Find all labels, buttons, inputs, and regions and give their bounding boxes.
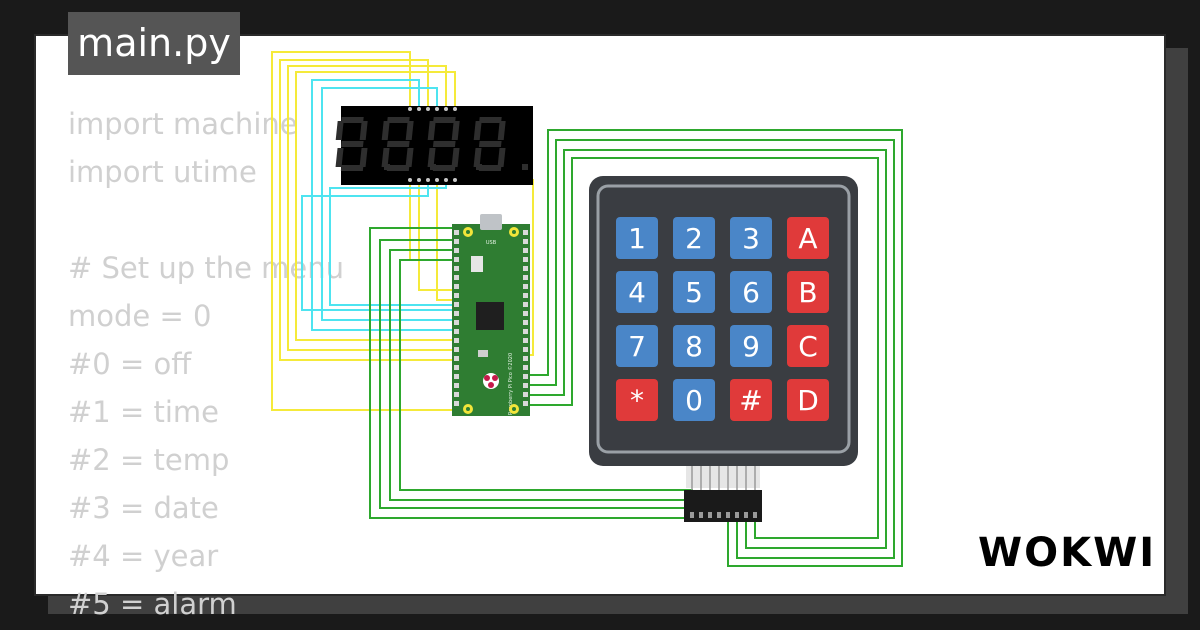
membrane-keypad-4x4[interactable]: 1 2 3 A 4 5 6 B 7 8 9 C * 0 # D	[589, 176, 858, 522]
key-cap	[616, 379, 658, 421]
code-line: import utime	[68, 155, 257, 189]
display-pins	[408, 107, 457, 182]
pico-pins	[454, 230, 528, 406]
raspberry-logo-icon	[483, 373, 499, 389]
code-line: import machine	[68, 107, 298, 141]
raspberry-pi-pico[interactable]: USB Raspberry Pi Pico ©2020	[452, 214, 530, 416]
key-label: A	[798, 222, 817, 255]
key-cap	[787, 379, 829, 421]
keypad-key[interactable]: 8	[673, 325, 715, 367]
code-line: #5 = alarm	[68, 587, 237, 621]
key-label: *	[630, 384, 644, 417]
key-cap	[787, 217, 829, 259]
key-label: 1	[628, 222, 646, 255]
key-cap	[616, 325, 658, 367]
keypad-ribbon	[684, 466, 762, 522]
keypad-key[interactable]: 9	[730, 325, 772, 367]
keypad-key[interactable]: 2	[673, 217, 715, 259]
display-digit	[335, 117, 390, 171]
rp2040-chip-icon	[476, 302, 504, 330]
wires-cyan	[301, 79, 454, 331]
keypad-key[interactable]: D	[787, 379, 829, 421]
key-label: 0	[685, 384, 703, 417]
keypad-frame	[596, 184, 851, 454]
file-tab[interactable]: main.py	[68, 12, 240, 75]
key-cap	[673, 325, 715, 367]
keypad-key[interactable]: *	[616, 379, 658, 421]
display-digit	[473, 117, 528, 171]
key-label: 8	[685, 330, 703, 363]
key-cap	[730, 217, 772, 259]
key-cap	[673, 217, 715, 259]
display-digit	[427, 117, 482, 171]
key-cap	[730, 271, 772, 313]
led-icon	[471, 256, 483, 272]
display-digit	[381, 117, 436, 171]
key-label: 3	[742, 222, 760, 255]
keypad-key[interactable]: A	[787, 217, 829, 259]
key-label: 4	[628, 276, 646, 309]
keypad-key[interactable]: 6	[730, 271, 772, 313]
key-cap	[730, 325, 772, 367]
keypad-key[interactable]: C	[787, 325, 829, 367]
keypad-key[interactable]: 3	[730, 217, 772, 259]
key-label: C	[798, 330, 818, 363]
key-label: #	[739, 384, 762, 417]
keypad-key[interactable]: 5	[673, 271, 715, 313]
keypad-key[interactable]: B	[787, 271, 829, 313]
wokwi-logo: WOKWI	[978, 530, 1154, 576]
code-line: #4 = year	[68, 539, 219, 573]
keypad-key[interactable]: 0	[673, 379, 715, 421]
pico-silkscreen: Raspberry Pi Pico ©2020	[507, 353, 514, 415]
key-label: B	[798, 276, 817, 309]
keypad-key[interactable]: #	[730, 379, 772, 421]
key-label: 2	[685, 222, 703, 255]
key-label: 7	[628, 330, 646, 363]
wires-yellow	[271, 51, 534, 411]
bootsel-button-icon	[478, 350, 488, 357]
keypad-key[interactable]: 4	[616, 271, 658, 313]
seven-segment-display[interactable]	[335, 106, 533, 185]
code-line: #3 = date	[68, 491, 219, 525]
keypad-keys[interactable]: 1 2 3 A 4 5 6 B 7 8 9 C * 0 # D	[616, 217, 829, 421]
code-line: #1 = time	[68, 395, 220, 429]
key-cap	[673, 271, 715, 313]
key-label: 5	[685, 276, 703, 309]
code-line: #0 = off	[68, 347, 192, 381]
usb-connector-icon	[480, 214, 502, 230]
display-digits	[335, 117, 528, 171]
code-line: #2 = temp	[68, 443, 230, 477]
usb-label: USB	[486, 240, 497, 246]
keypad-key[interactable]: 7	[616, 325, 658, 367]
key-cap	[673, 379, 715, 421]
key-label: 9	[742, 330, 760, 363]
keypad-header	[684, 490, 762, 522]
key-label: D	[797, 384, 819, 417]
keypad-key[interactable]: 1	[616, 217, 658, 259]
key-cap	[616, 271, 658, 313]
key-cap	[616, 217, 658, 259]
code-line: mode = 0	[68, 299, 212, 333]
key-label: 6	[742, 276, 760, 309]
key-cap	[787, 271, 829, 313]
key-cap	[730, 379, 772, 421]
pico-mount-holes	[463, 227, 519, 414]
key-cap	[787, 325, 829, 367]
wokwi-logo-text: WOKWI	[978, 530, 1156, 576]
